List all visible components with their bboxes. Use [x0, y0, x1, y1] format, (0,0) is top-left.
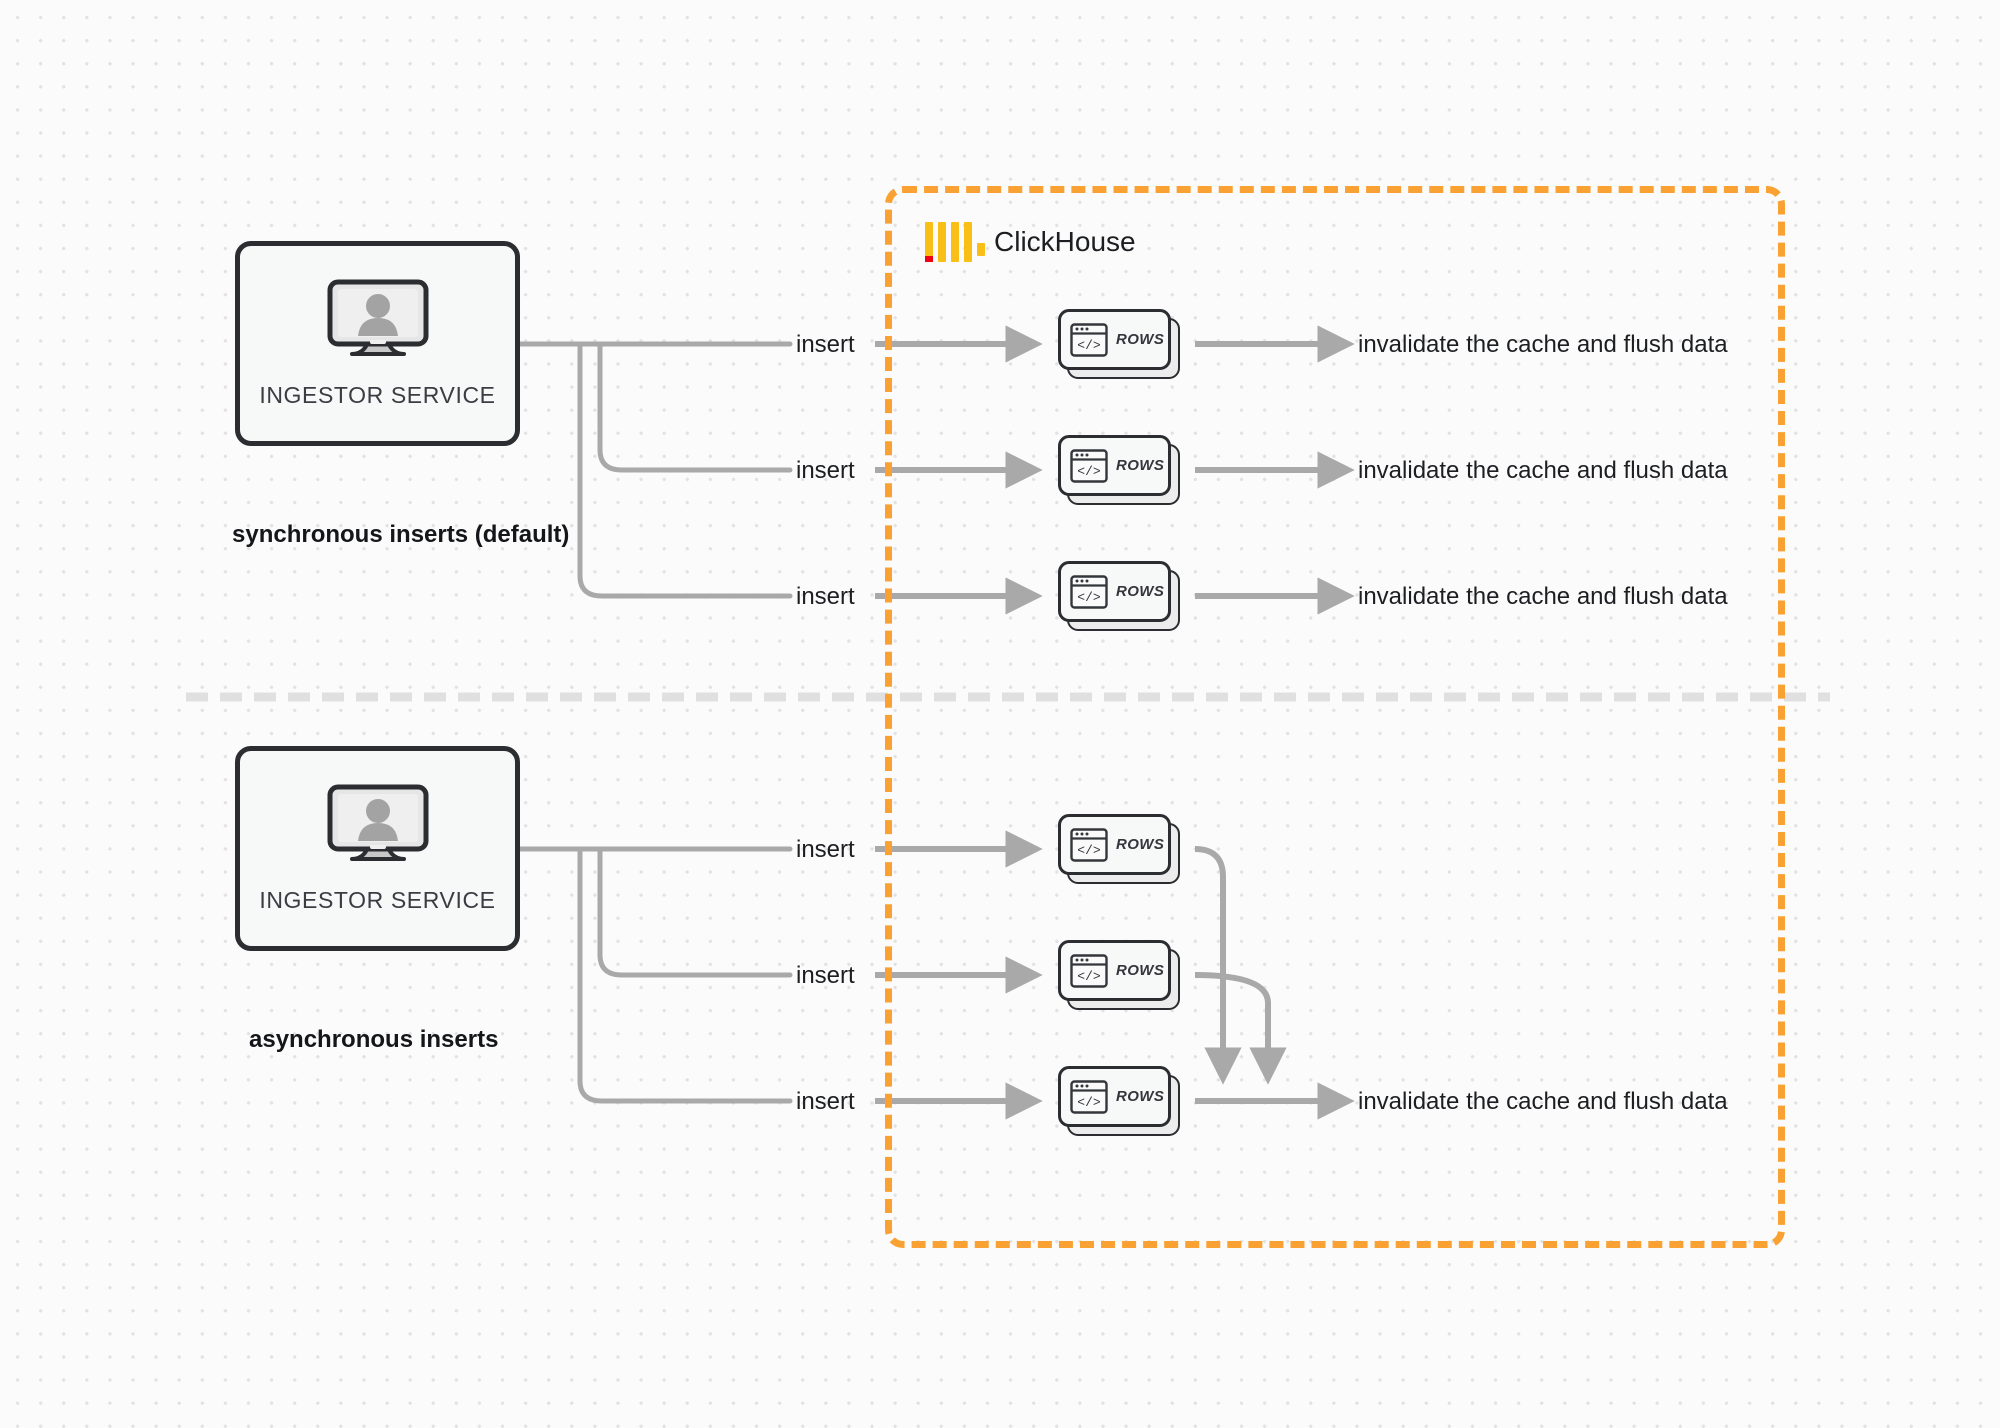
flush-label-sync-1: invalidate the cache and flush data: [1358, 331, 1728, 358]
rows-card-label: ROWS: [1116, 962, 1165, 979]
rows-card-front: </> ROWS: [1058, 1066, 1171, 1127]
rows-card-label: ROWS: [1116, 836, 1165, 853]
flush-label-async: invalidate the cache and flush data: [1358, 1088, 1728, 1115]
rows-card-async-2[interactable]: </> ROWS: [1058, 940, 1180, 1010]
flush-label-sync-2: invalidate the cache and flush data: [1358, 457, 1728, 484]
insert-label-async-3: insert: [796, 1088, 855, 1115]
monitor-user-icon: [326, 278, 430, 370]
svg-text:</>: </>: [1077, 590, 1101, 605]
code-window-icon: </>: [1070, 448, 1108, 483]
ingestor-service-label: INGESTOR SERVICE: [259, 887, 496, 913]
code-window-icon: </>: [1070, 322, 1108, 357]
ingestor-service-sync[interactable]: INGESTOR SERVICE: [235, 241, 520, 446]
code-window-icon: </>: [1070, 1079, 1108, 1114]
rows-card-async-1[interactable]: </> ROWS: [1058, 814, 1180, 884]
insert-label-sync-2: insert: [796, 457, 855, 484]
code-window-icon: </>: [1070, 827, 1108, 862]
caption-asynchronous: asynchronous inserts: [249, 1026, 499, 1053]
rows-card-front: </> ROWS: [1058, 309, 1171, 370]
rows-card-front: </> ROWS: [1058, 940, 1171, 1001]
clickhouse-boundary: [885, 186, 1785, 1248]
clickhouse-logo-icon: [925, 222, 985, 262]
rows-card-label: ROWS: [1116, 457, 1165, 474]
insert-label-async-2: insert: [796, 962, 855, 989]
rows-card-label: ROWS: [1116, 583, 1165, 600]
rows-card-front: </> ROWS: [1058, 435, 1171, 496]
sync-fanout-row2: [597, 341, 793, 473]
rows-card-label: ROWS: [1116, 1088, 1165, 1105]
caption-synchronous: synchronous inserts (default): [232, 521, 570, 548]
async-merge-from-card2: [1194, 972, 1287, 1085]
rows-card-sync-3[interactable]: </> ROWS: [1058, 561, 1180, 631]
code-window-icon: </>: [1070, 953, 1108, 988]
rows-card-front: </> ROWS: [1058, 814, 1171, 875]
insert-label-async-1: insert: [796, 836, 855, 863]
rows-card-async-3[interactable]: </> ROWS: [1058, 1066, 1180, 1136]
rows-card-label: ROWS: [1116, 331, 1165, 348]
sync-fanout-row3: [577, 341, 793, 599]
insert-label-sync-1: insert: [796, 331, 855, 358]
svg-text:</>: </>: [1077, 338, 1101, 353]
svg-text:</>: </>: [1077, 843, 1101, 858]
rows-card-sync-1[interactable]: </> ROWS: [1058, 309, 1180, 379]
insert-label-sync-3: insert: [796, 583, 855, 610]
ingestor-service-async[interactable]: INGESTOR SERVICE: [235, 746, 520, 951]
rows-card-sync-2[interactable]: </> ROWS: [1058, 435, 1180, 505]
ingestor-service-label: INGESTOR SERVICE: [259, 382, 496, 408]
async-fanout-row3: [577, 846, 793, 1104]
svg-text:</>: </>: [1077, 1095, 1101, 1110]
svg-text:</>: </>: [1077, 464, 1101, 479]
async-fanout-row2: [597, 846, 793, 978]
svg-text:</>: </>: [1077, 969, 1101, 984]
clickhouse-label: ClickHouse: [994, 226, 1136, 257]
rows-card-front: </> ROWS: [1058, 561, 1171, 622]
async-merge-from-card1: [1194, 846, 1242, 1085]
flush-label-sync-3: invalidate the cache and flush data: [1358, 583, 1728, 610]
code-window-icon: </>: [1070, 574, 1108, 609]
clickhouse-header: ClickHouse: [925, 222, 1136, 262]
monitor-user-icon: [326, 783, 430, 875]
